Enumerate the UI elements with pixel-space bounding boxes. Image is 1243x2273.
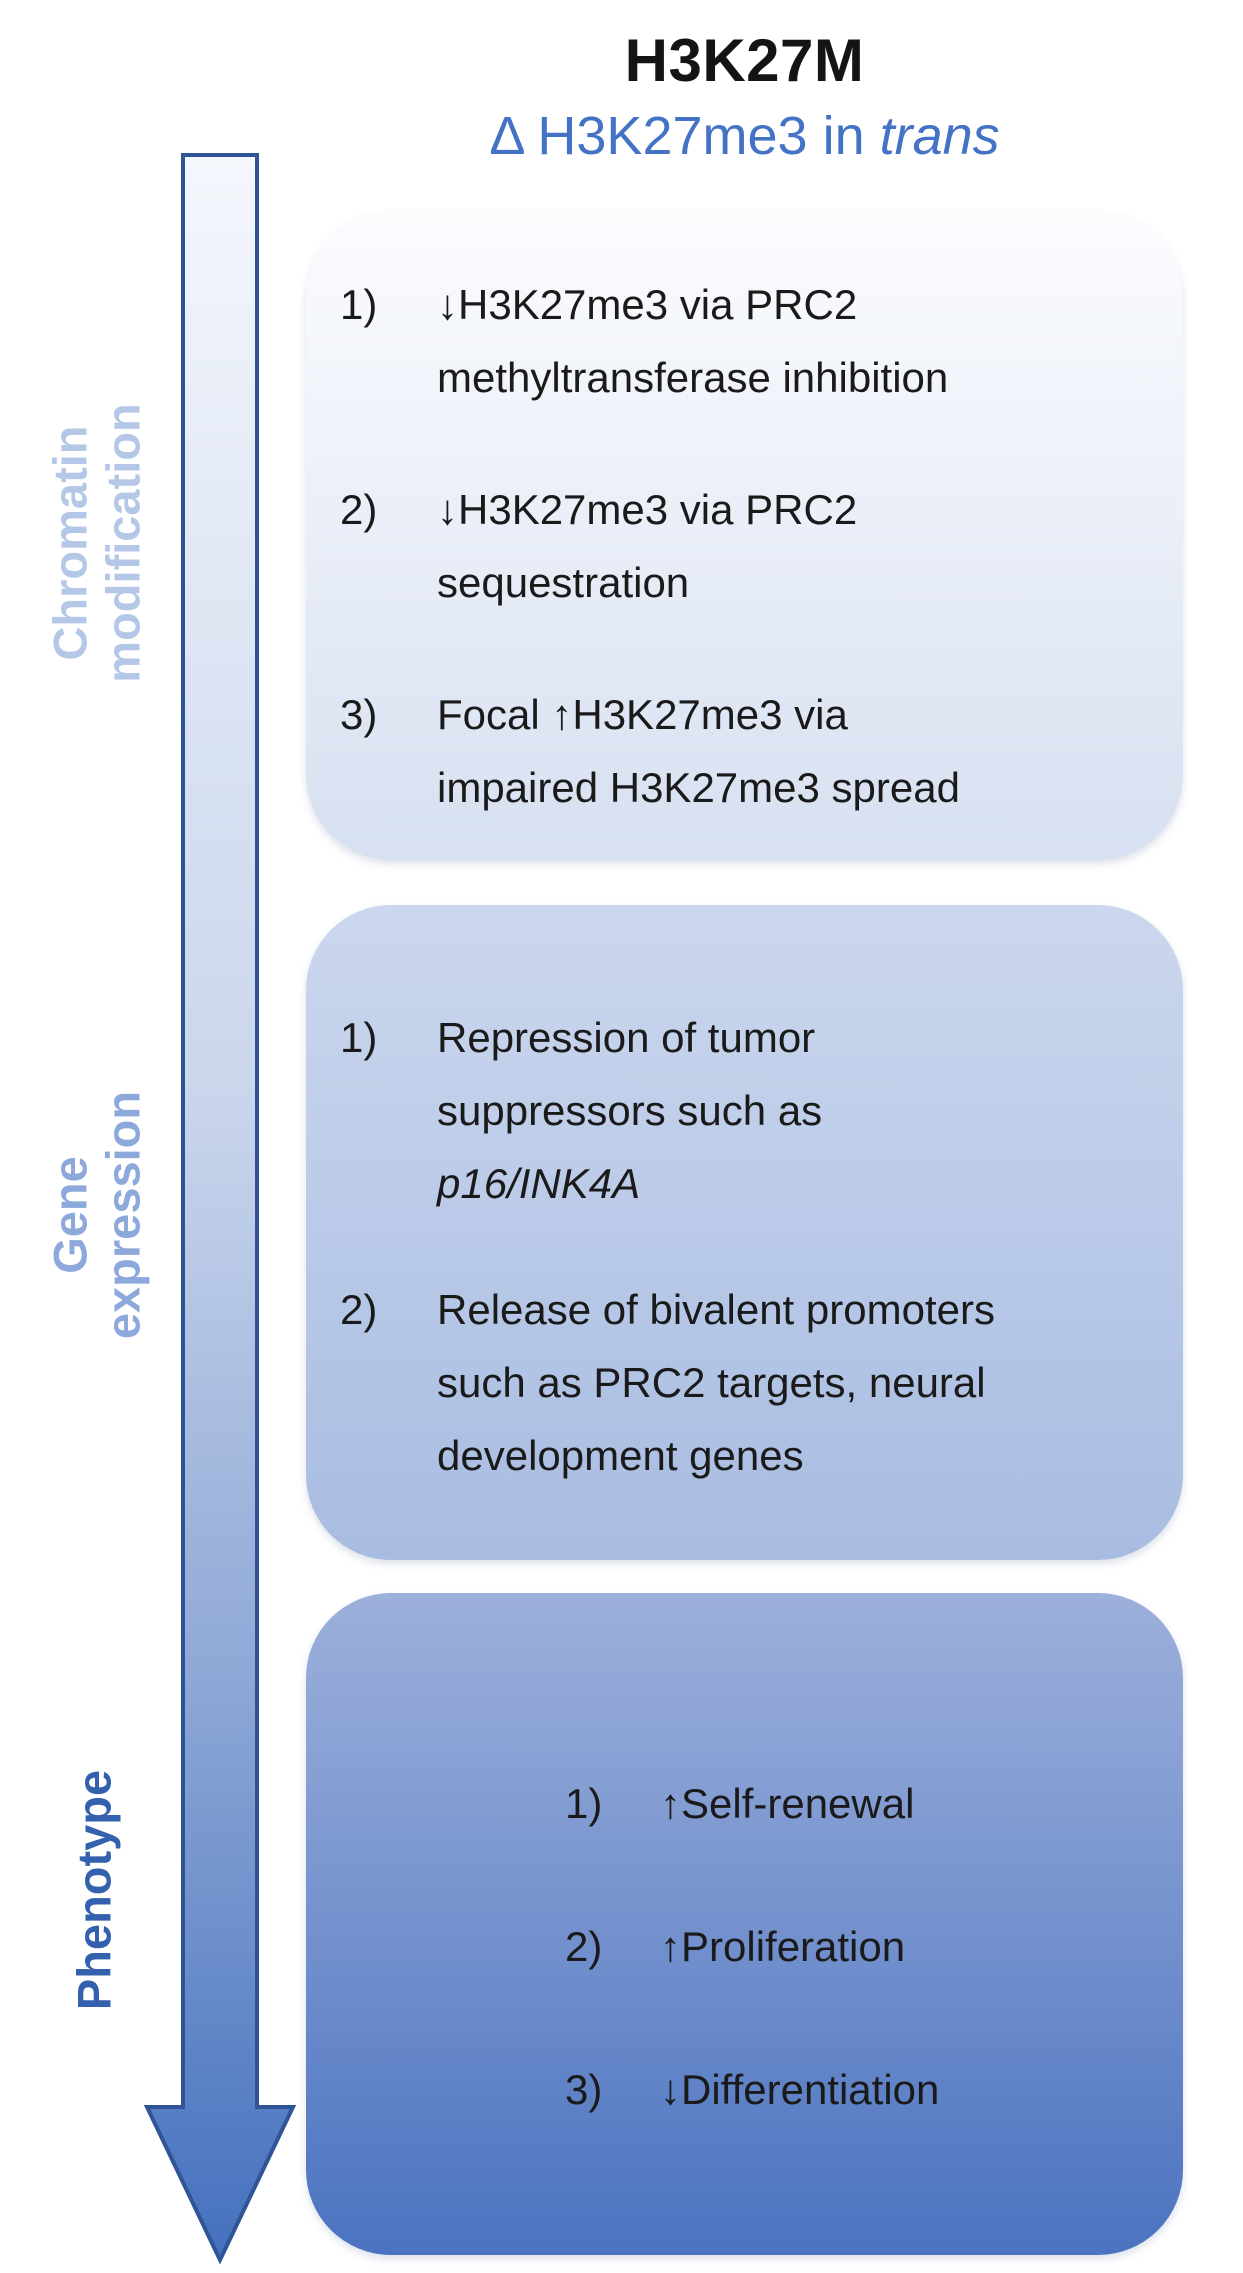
box-content: 1) Repression of tumor suppressors such … [306, 905, 1183, 1492]
figure-header: H3K27M Δ H3K27me3 in trans [306, 26, 1183, 167]
item-number: 2) [340, 1286, 378, 1333]
box-gene-expression: 1) Repression of tumor suppressors such … [306, 905, 1183, 1560]
side-label-chromatin-modification: Chromatin modification [43, 403, 149, 683]
item-number: 1) [565, 1780, 603, 1827]
figure-title: H3K27M [624, 27, 865, 94]
item-text-line: sequestration [437, 559, 690, 606]
item-text-line: ↓H3K27me3 via PRC2 [437, 281, 858, 328]
list-item: 1) ↓H3K27me3 via PRC2 methyltransferase … [340, 268, 1167, 414]
gene-name-italic: p16/INK4A [437, 1160, 641, 1207]
item-number: 2) [565, 1923, 603, 1970]
item-text-line: suppressors such as [437, 1087, 823, 1134]
item-number: 3) [340, 691, 378, 738]
subtitle-italic-text: trans [879, 106, 1000, 166]
side-label-phenotype: Phenotype [67, 1769, 121, 2011]
box-content: 1) ↑Self-renewal 2) ↑Proliferation 3) ↓D… [306, 1593, 1183, 2126]
item-number: 3) [565, 2066, 603, 2113]
item-text-line: Focal ↑H3K27me3 via [437, 691, 848, 738]
item-text-line: such as PRC2 targets, neural [437, 1359, 986, 1406]
item-text-line: impaired H3K27me3 spread [437, 764, 960, 811]
item-text: Repression of tumor suppressors such as … [437, 1001, 1167, 1220]
list-item: 3) Focal ↑H3K27me3 via impaired H3K27me3… [340, 678, 1167, 824]
item-text-line: ↑Proliferation [660, 1923, 906, 1970]
box-chromatin-modification: 1) ↓H3K27me3 via PRC2 methyltransferase … [306, 212, 1183, 860]
list-item: 2) ↑Proliferation [565, 1910, 1167, 1983]
item-text-line: ↓H3K27me3 via PRC2 [437, 486, 858, 533]
list-item: 3) ↓Differentiation [565, 2053, 1167, 2126]
item-text-line: Repression of tumor [437, 1014, 816, 1061]
item-text: ↑Proliferation [660, 1910, 1167, 1983]
item-text-line: methyltransferase inhibition [437, 354, 949, 401]
item-text: Release of bivalent promoters such as PR… [437, 1273, 1167, 1492]
list-item: 2) Release of bivalent promoters such as… [340, 1273, 1167, 1492]
list-item: 1) ↑Self-renewal [565, 1767, 1167, 1840]
item-number: 1) [340, 1014, 378, 1061]
side-label-gene-expression: Gene expression [43, 1090, 149, 1340]
item-number: 1) [340, 281, 378, 328]
item-text-line: ↓Differentiation [660, 2066, 940, 2113]
box-content: 1) ↓H3K27me3 via PRC2 methyltransferase … [306, 212, 1183, 824]
item-text: ↓H3K27me3 via PRC2 sequestration [437, 473, 1167, 619]
item-text: ↓H3K27me3 via PRC2 methyltransferase inh… [437, 268, 1167, 414]
item-text-line: ↑Self-renewal [660, 1780, 915, 1827]
list-item: 1) Repression of tumor suppressors such … [340, 1001, 1167, 1220]
item-text: ↑Self-renewal [660, 1767, 1167, 1840]
box-phenotype: 1) ↑Self-renewal 2) ↑Proliferation 3) ↓D… [306, 1593, 1183, 2255]
subtitle-main-text: Δ H3K27me3 in [489, 106, 880, 166]
item-text: Focal ↑H3K27me3 via impaired H3K27me3 sp… [437, 678, 1167, 824]
figure-subtitle: Δ H3K27me3 in trans [306, 105, 1183, 167]
arrow-shape [143, 153, 297, 2265]
item-number: 2) [340, 486, 378, 533]
item-text-line: development genes [437, 1432, 804, 1479]
list-item: 2) ↓H3K27me3 via PRC2 sequestration [340, 473, 1167, 619]
item-text: ↓Differentiation [660, 2053, 1167, 2126]
item-text-line: Release of bivalent promoters [437, 1286, 995, 1333]
